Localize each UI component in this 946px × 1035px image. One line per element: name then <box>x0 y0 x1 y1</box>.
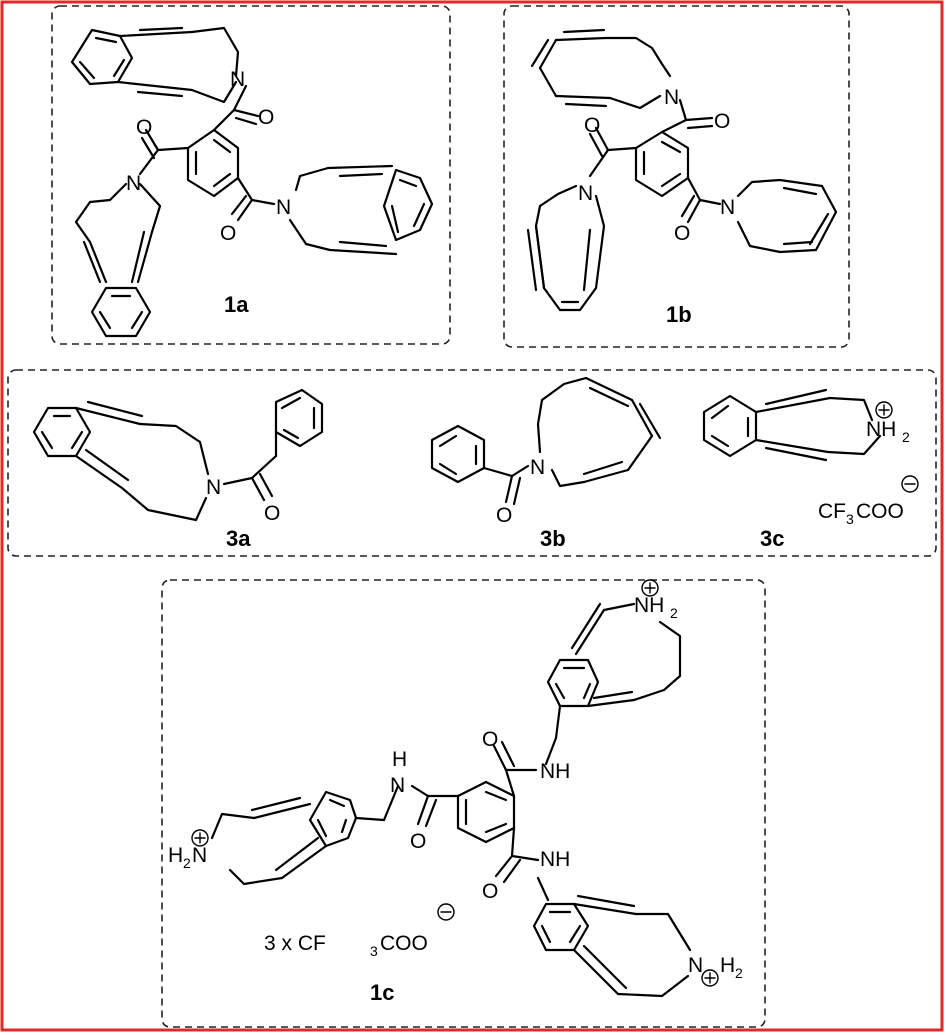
atom-O-1c-top: O <box>482 728 498 751</box>
counterion-1c-text: 3 x CF <box>264 932 326 955</box>
atom-O-1a-top: O <box>258 106 274 129</box>
atom-O-1b-bottom: O <box>674 222 690 245</box>
atom-O-1a-bottom: O <box>220 222 236 245</box>
atom-O-1c-left: O <box>410 830 426 853</box>
atom-N-1a-left: N <box>126 172 141 195</box>
atom-N-1b-left: N <box>578 182 593 205</box>
counterion-1c-COO: COO <box>380 932 428 955</box>
structure-1a: N O O N O N 1a <box>70 26 434 338</box>
panel-1b <box>503 5 850 348</box>
panel-1a <box>51 5 451 345</box>
atom-N-1c-far-left: N <box>192 844 207 867</box>
atom-N-1c-bottom-right: N <box>688 954 703 977</box>
atom-O-1b-left: O <box>584 114 600 137</box>
subscript-2-1c-bottom: 2 <box>735 965 743 981</box>
compound-label-3c: 3c <box>760 526 784 551</box>
subscript-2-1c-left: 2 <box>183 855 191 871</box>
compound-label-3b: 3b <box>540 526 566 551</box>
atom-N-3b: N <box>530 456 545 479</box>
atom-O-3a: O <box>264 502 280 525</box>
atom-O-3b: O <box>496 504 512 527</box>
structure-3c: NH 2 CF 3 COO 3c <box>702 388 919 551</box>
atom-NH-1c-bottom: NH <box>540 848 570 871</box>
atom-N-1b-top: N <box>664 86 679 109</box>
subscript-2-1c-top: 2 <box>670 605 678 621</box>
compound-label-1b: 1b <box>666 302 692 327</box>
atom-N-1a-right: N <box>276 196 291 219</box>
structure-1c: NH 2 NH O H N O NH O H 2 N N H 2 3 x CF … <box>168 579 743 1005</box>
atom-O-1a-left: O <box>136 116 152 139</box>
atom-O-1b-top: O <box>714 110 730 133</box>
atom-N-1c-left: N <box>390 774 405 797</box>
structure-1b: N O O N O N 1b <box>526 28 838 327</box>
compound-label-1c: 1c <box>370 980 394 1005</box>
atom-N-3a: N <box>206 476 221 499</box>
counterion-3c-COO: COO <box>856 500 904 523</box>
panel-1c <box>161 579 766 1028</box>
subscript-3-1c: 3 <box>370 943 378 959</box>
atom-H-1c-far-left: H <box>168 844 183 867</box>
structure-3b: N O 3b <box>430 376 662 551</box>
counterion-3c-CF: CF <box>818 500 846 523</box>
compound-label-3a: 3a <box>226 526 251 551</box>
atom-N-1a-top: N <box>230 68 245 91</box>
atom-H-1c-left: H <box>392 748 407 771</box>
atom-NH2-1c-top: NH <box>634 594 664 617</box>
panel-3 <box>7 369 937 557</box>
subscript-3-3c: 3 <box>846 511 854 527</box>
atom-NH-1c-top: NH <box>540 760 570 783</box>
atom-O-1c-bottom: O <box>482 880 498 903</box>
atom-N-1b-right: N <box>720 196 735 219</box>
subscript-2-3c: 2 <box>902 429 910 445</box>
compound-label-1a: 1a <box>224 292 249 317</box>
atom-NH2-3c: NH <box>866 418 896 441</box>
structure-3a: N O 3a <box>32 388 324 551</box>
atom-H-1c-bottom-right: H <box>720 954 735 977</box>
